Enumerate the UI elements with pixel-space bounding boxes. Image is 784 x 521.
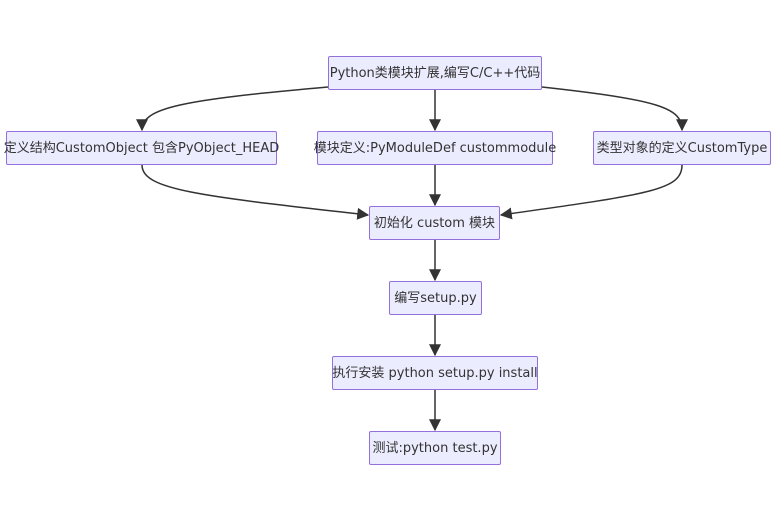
edge-n2-n5: [141, 164, 370, 220]
node-module-definition[interactable]: 模块定义:PyModuleDef custommodule: [314, 131, 556, 165]
node-label: 编写setup.py: [394, 290, 477, 306]
node-label: Python类模块扩展,编写C/C++代码: [329, 65, 541, 81]
node-define-custom-object[interactable]: 定义结构CustomObject 包含PyObject_HEAD: [3, 131, 280, 165]
edge-n4-n5: [499, 164, 683, 220]
node-label: 测试:python test.py: [372, 440, 498, 456]
node-label: 执行安装 python setup.py install: [332, 365, 538, 381]
edge-n1-n2: [136, 86, 329, 132]
node-run-test[interactable]: 测试:python test.py: [369, 431, 501, 465]
node-label: 定义结构CustomObject 包含PyObject_HEAD: [3, 140, 280, 156]
node-label: 初始化 custom 模块: [373, 215, 496, 231]
node-init-custom-module[interactable]: 初始化 custom 模块: [369, 206, 500, 240]
node-label: 类型对象的定义CustomType: [596, 140, 768, 156]
node-type-object-definition[interactable]: 类型对象的定义CustomType: [593, 131, 771, 165]
node-python-extension[interactable]: Python类模块扩展,编写C/C++代码: [328, 56, 542, 90]
node-write-setup[interactable]: 编写setup.py: [389, 281, 482, 315]
edge-n1-n4: [541, 86, 688, 132]
node-run-install[interactable]: 执行安装 python setup.py install: [332, 356, 538, 390]
node-label: 模块定义:PyModuleDef custommodule: [313, 140, 557, 156]
